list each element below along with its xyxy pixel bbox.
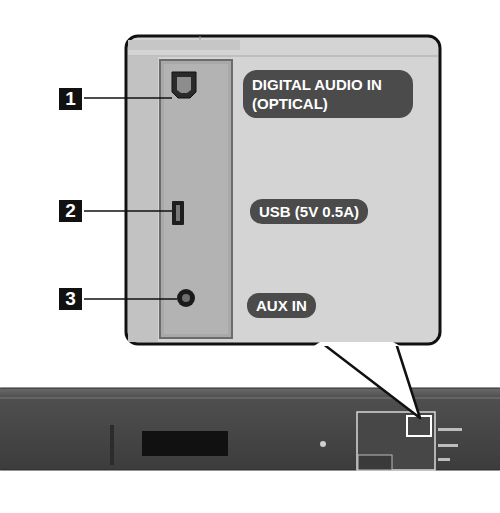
callout-number: 2 (59, 200, 82, 222)
port-label-text: USB (5V 0.5A) (259, 202, 359, 221)
callout-number: 3 (59, 288, 82, 310)
port-label-text: AUX IN (256, 296, 307, 315)
port-label: AUX IN (247, 293, 316, 318)
port-label: DIGITAL AUDIO IN (OPTICAL) (243, 70, 413, 118)
port-label-text: DIGITAL AUDIO IN (OPTICAL) (252, 75, 404, 113)
callout-number: 1 (59, 88, 82, 110)
port-label: USB (5V 0.5A) (250, 199, 368, 224)
